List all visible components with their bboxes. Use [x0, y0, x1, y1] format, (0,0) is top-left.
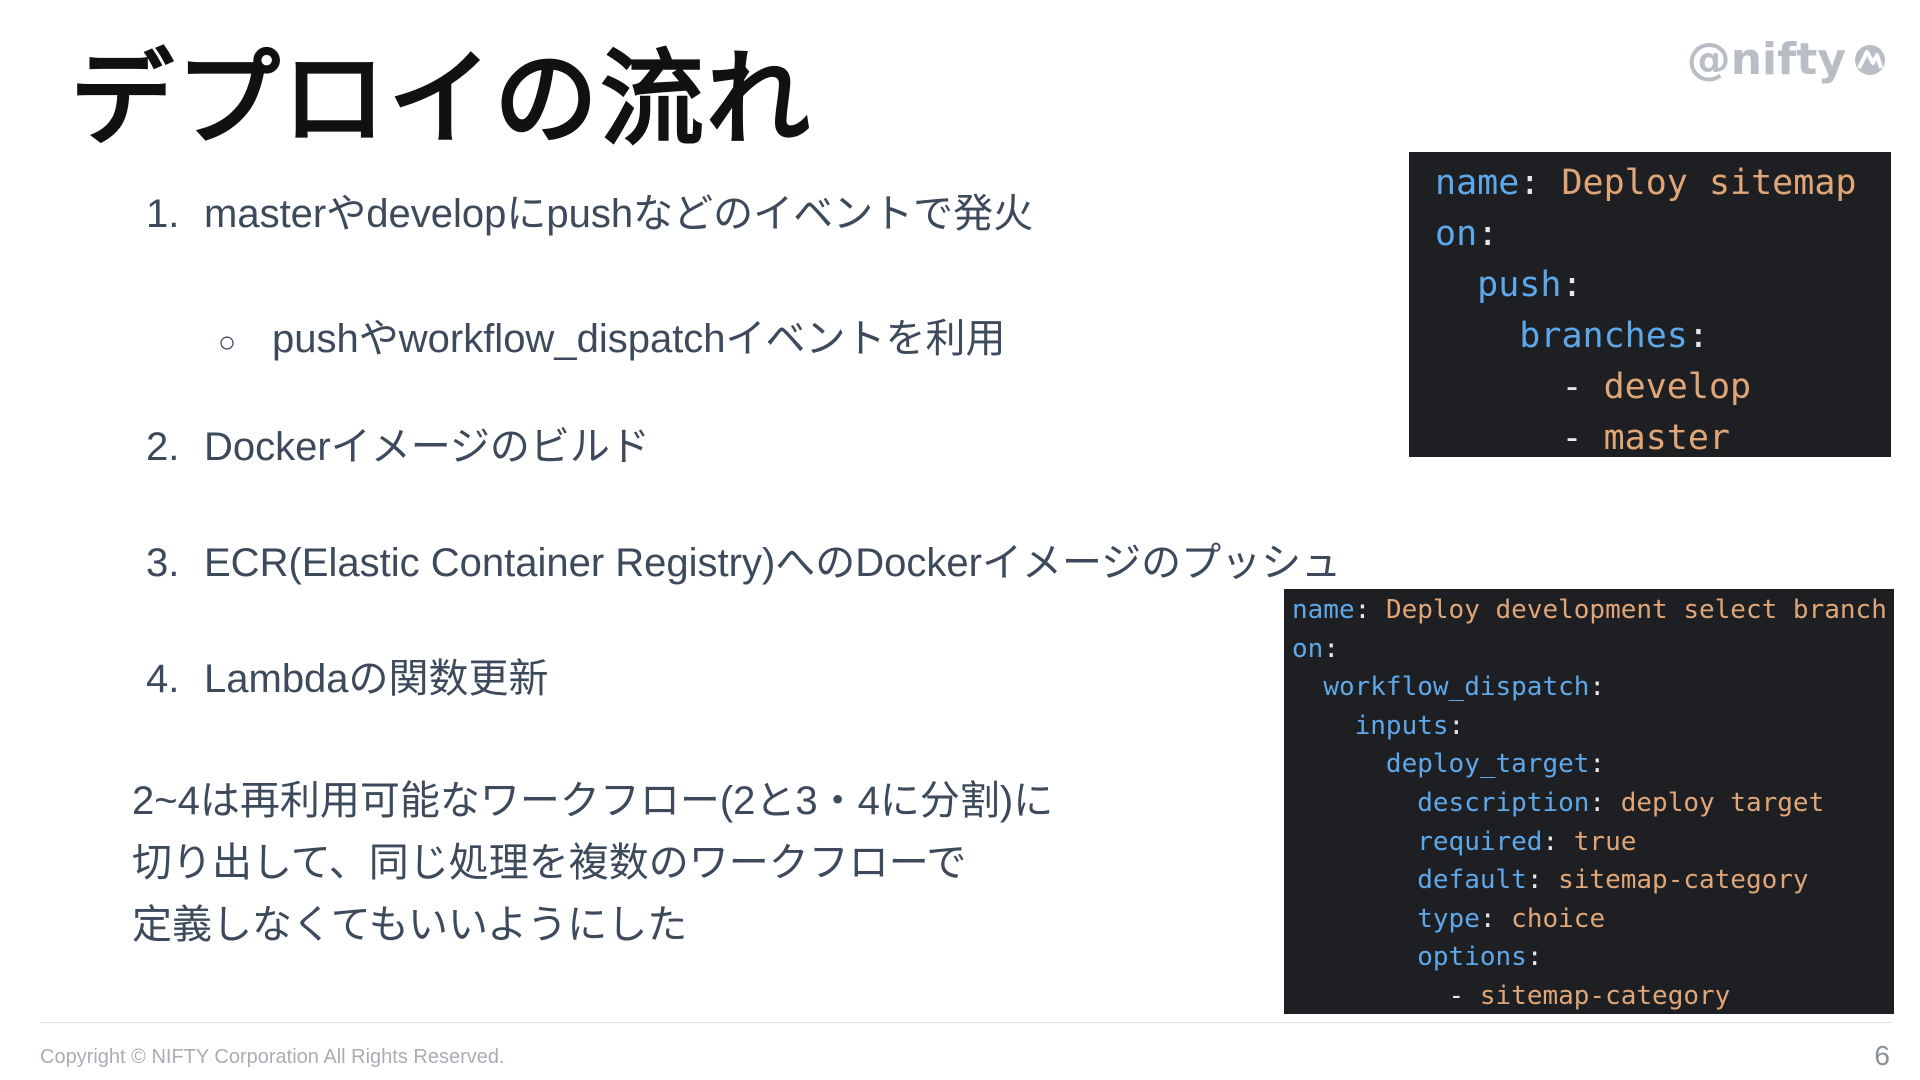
- note-line: 切り出して、同じ処理を複数のワークフローで: [132, 841, 967, 885]
- code-key: required: [1417, 826, 1543, 857]
- slide-title: デプロイの流れ: [70, 38, 813, 160]
- list-text: Lambdaの関数更新: [204, 657, 549, 701]
- code-line: options:: [1417, 942, 1543, 973]
- list-item: 4. Lambdaの関数更新: [146, 655, 549, 703]
- code-line: default: sitemap-category: [1417, 865, 1809, 896]
- code-value: choice: [1511, 903, 1606, 934]
- code-dash: -: [1448, 980, 1480, 1011]
- code-line: deploy_target:: [1385, 749, 1606, 780]
- code-line: push:: [1477, 265, 1583, 305]
- list-number: 4.: [146, 657, 180, 701]
- copyright-text: Copyright © NIFTY Corporation All Rights…: [40, 1046, 505, 1068]
- code-key: name: [1435, 163, 1520, 203]
- list-item: 2. Dockerイメージのビルド: [146, 423, 650, 471]
- code-value: develop: [1603, 367, 1752, 407]
- code-key: default: [1417, 865, 1527, 896]
- nifty-logo-icon: [1855, 44, 1885, 75]
- code-key: branches: [1519, 316, 1688, 356]
- code-value: deploy target: [1620, 787, 1825, 818]
- code-value: Deploy development select branch: [1385, 595, 1887, 625]
- list-number: 1.: [146, 192, 180, 236]
- list-item: 3. ECR(Elastic Container Registry)へのDock…: [146, 539, 1341, 587]
- list-item: 1. masterやdevelopにpushなどのイベントで発火: [146, 190, 1033, 238]
- list-text: ECR(Elastic Container Registry)へのDockerイ…: [204, 541, 1342, 585]
- code-line: name: Deploy sitemap: [1435, 163, 1857, 203]
- code-line: workflow_dispatch:: [1323, 672, 1606, 703]
- code-key: workflow_dispatch: [1323, 672, 1590, 703]
- circle-bullet-icon: ○: [218, 326, 237, 359]
- code-line: - develop: [1435, 362, 1891, 413]
- footer-divider: [40, 1022, 1892, 1023]
- code-value: sitemap-category: [1558, 865, 1809, 896]
- code-line: inputs:: [1354, 710, 1465, 741]
- code-line: branches:: [1519, 316, 1709, 356]
- code-key: push: [1477, 265, 1562, 305]
- code-line: - master: [1435, 413, 1891, 457]
- code-key: on: [1435, 214, 1478, 254]
- code-line: name: Deploy development select branch: [1292, 595, 1887, 625]
- code-key: deploy_target: [1385, 749, 1590, 780]
- code-dash: -: [1561, 418, 1604, 457]
- page-number: 6: [1874, 1040, 1890, 1071]
- list-text: masterやdevelopにpushなどのイベントで発火: [204, 192, 1034, 236]
- logo-text: @nifty: [1686, 34, 1846, 85]
- code-snippet-workflow-dispatch: name: Deploy development select branch on…: [1284, 589, 1894, 1014]
- code-dash: -: [1561, 367, 1604, 407]
- code-line: - sitemap-category: [1292, 977, 1894, 1014]
- reusable-workflow-note: 2~4は再利用可能なワークフロー(2と3・4に分割)に 切り出して、同じ処理を複…: [132, 770, 1053, 956]
- note-line: 定義しなくてもいいようにした: [132, 903, 688, 947]
- list-number: 2.: [146, 425, 180, 469]
- code-key: type: [1417, 903, 1480, 934]
- sub-list-text: pushやworkflow_dispatchイベントを利用: [272, 317, 1006, 361]
- note-line: 2~4は再利用可能なワークフロー(2と3・4に分割)に: [132, 779, 1054, 823]
- code-value: true: [1573, 826, 1637, 857]
- list-number: 3.: [146, 541, 180, 585]
- code-key: inputs: [1354, 710, 1449, 741]
- code-key: name: [1292, 595, 1355, 625]
- code-line: on:: [1435, 214, 1499, 254]
- code-value: Deploy sitemap: [1561, 163, 1857, 203]
- list-text: Dockerイメージのビルド: [204, 425, 650, 469]
- code-value: master: [1603, 418, 1731, 457]
- code-line: description: deploy target: [1417, 787, 1825, 818]
- code-key: on: [1292, 633, 1324, 664]
- sub-list-item: ○ pushやworkflow_dispatchイベントを利用: [218, 306, 1006, 364]
- code-value: sitemap-category: [1479, 980, 1731, 1011]
- code-key: description: [1417, 787, 1590, 818]
- code-line: required: true: [1417, 826, 1637, 857]
- code-line: type: choice: [1417, 903, 1606, 934]
- code-key: options: [1417, 942, 1527, 973]
- nifty-logo: @nifty: [1687, 34, 1890, 85]
- code-line: on:: [1292, 633, 1339, 664]
